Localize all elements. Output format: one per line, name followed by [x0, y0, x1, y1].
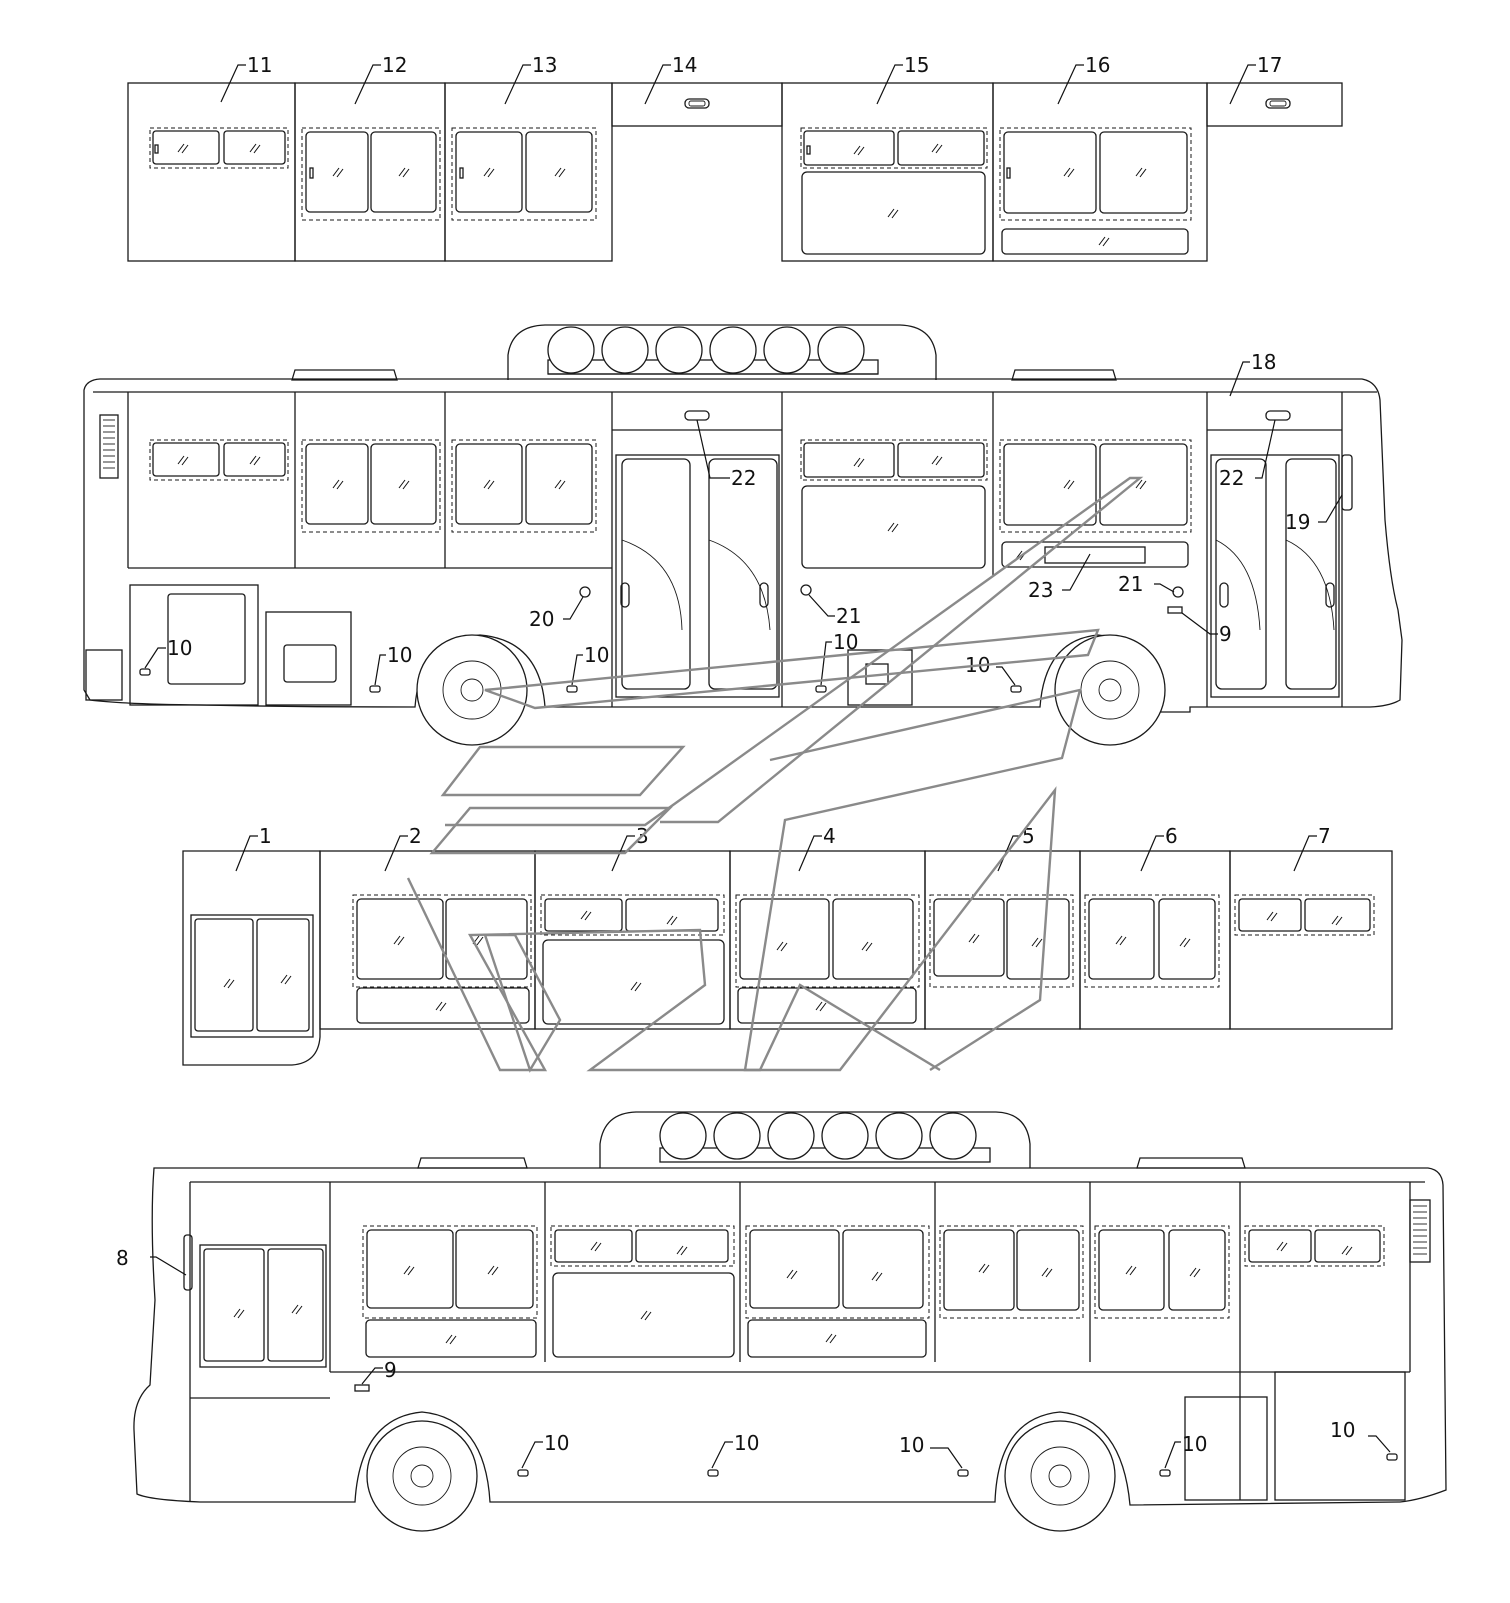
label-19: 19: [1285, 510, 1310, 534]
label-22a: 22: [731, 466, 756, 490]
label-16: 16: [1085, 53, 1110, 77]
front-vent-left: [1409, 1199, 1431, 1263]
label-23: 23: [1028, 578, 1053, 602]
roof-hatch-rear: [1011, 369, 1117, 381]
bus-right-side-view: 18 22 22 19 20 21 21 9 10 10 10 10 10 23: [83, 324, 1403, 746]
label-12: 12: [382, 53, 407, 77]
bus-left-side-view: 8 9 10 10 10 10 10: [116, 1111, 1447, 1532]
label-9-left: 9: [384, 1358, 397, 1382]
body-outline-left: [133, 1167, 1447, 1506]
label-22b: 22: [1219, 466, 1244, 490]
marker-lamps-left: [183, 1234, 1398, 1477]
label-10j: 10: [1330, 1418, 1355, 1442]
panel-13: [444, 82, 613, 262]
label-8: 8: [116, 1246, 129, 1270]
callouts-top: 11 12 13 14 15 16 17: [220, 53, 1282, 105]
panel-14: [611, 82, 783, 127]
marker-lamps-right: [139, 454, 1353, 693]
label-13: 13: [532, 53, 557, 77]
panel-15: [781, 82, 994, 262]
callouts-right-side: 18 22 22 19 20 21 21 9 10 10 10 10 10 23: [144, 350, 1343, 686]
label-11: 11: [247, 53, 272, 77]
label-2: 2: [409, 824, 422, 848]
label-4: 4: [823, 824, 836, 848]
label-10d: 10: [833, 630, 858, 654]
watermark-logo: [406, 476, 1144, 1073]
windows-right: [149, 439, 1192, 569]
callouts-left-side: 8 9 10 10 10 10 10: [116, 1246, 1391, 1469]
label-17: 17: [1257, 53, 1282, 77]
label-1: 1: [259, 824, 272, 848]
label-10a: 10: [167, 636, 192, 660]
label-6: 6: [1165, 824, 1178, 848]
rear-vent: [99, 414, 119, 479]
panel-17: [1206, 82, 1343, 127]
label-10b: 10: [387, 643, 412, 667]
panel-7: [1229, 850, 1393, 1030]
label-10g: 10: [734, 1431, 759, 1455]
label-21a: 21: [836, 604, 861, 628]
wheels-left: [366, 1420, 1116, 1532]
upper-panels-row: 11 12 13 14 15 16 17: [127, 53, 1343, 262]
doors-right: [615, 410, 1340, 698]
panel-1: [182, 850, 321, 1066]
label-15: 15: [904, 53, 929, 77]
label-9-right: 9: [1219, 622, 1232, 646]
windows-left: [199, 1225, 1385, 1368]
body-outline-right: [83, 378, 1403, 713]
roof-cng-housing-left: [599, 1111, 1031, 1168]
callouts-lower-panels: 1 2 3 4 5 6 7: [235, 824, 1331, 872]
label-5: 5: [1022, 824, 1035, 848]
panel-16: [992, 82, 1208, 262]
panel-11: [127, 82, 296, 262]
label-10f: 10: [544, 1431, 569, 1455]
roof-cng-housing: [507, 324, 937, 380]
label-14: 14: [672, 53, 697, 77]
windows-lower-panels: [223, 894, 1375, 1025]
label-20: 20: [529, 607, 554, 631]
label-10i: 10: [1182, 1432, 1207, 1456]
label-18: 18: [1251, 350, 1276, 374]
label-7: 7: [1318, 824, 1331, 848]
panel-12: [294, 82, 446, 262]
label-10c: 10: [584, 643, 609, 667]
lower-panels-row: 1 2 3 4 5 6 7: [182, 824, 1393, 1066]
label-10h: 10: [899, 1433, 924, 1457]
label-21b: 21: [1118, 572, 1143, 596]
wheels-right: [416, 634, 1166, 746]
service-hatches-left: [1184, 1371, 1406, 1501]
service-hatches-right: [85, 584, 913, 706]
roof-hatch-front: [291, 369, 398, 381]
